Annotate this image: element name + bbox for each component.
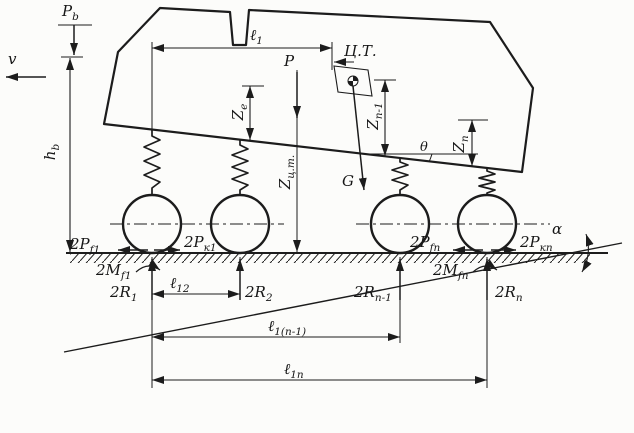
label-l1n1: ℓ1(n-1) xyxy=(268,317,306,338)
label-pk1: 2Pк1 xyxy=(183,233,217,254)
label-rn1: 2Rn-1 xyxy=(353,283,392,304)
label-zn1: Zn-1 xyxy=(364,102,385,130)
label-r1: 2R1 xyxy=(109,283,138,304)
label-pf1: 2Pf1 xyxy=(69,235,100,256)
label-r2: 2R2 xyxy=(244,283,273,304)
label-velocity: v xyxy=(8,50,17,68)
spring-n xyxy=(478,168,496,195)
label-alpha: α xyxy=(552,220,562,238)
theta-angle-arc xyxy=(428,153,433,163)
label-l12: ℓ12 xyxy=(170,274,190,295)
label-ze: Ze xyxy=(229,104,250,122)
gravity-force-arrow xyxy=(352,85,367,191)
vehicle-body-outline xyxy=(102,6,535,174)
label-p-force: P xyxy=(283,52,295,70)
cg-quadrant-1 xyxy=(353,76,358,81)
label-pkn: 2Pкn xyxy=(519,233,553,254)
label-zct: Zц.т. xyxy=(276,155,297,190)
label-gravity: G xyxy=(342,172,354,190)
label-mfn: 2Mfn xyxy=(432,261,469,282)
spring-1 xyxy=(143,130,161,195)
label-mf1: 2Mf1 xyxy=(95,261,131,282)
label-zn: Zn xyxy=(450,135,471,153)
label-center-of-gravity: Ц.Т. xyxy=(344,42,377,60)
alpha-angle-arrow xyxy=(581,233,594,273)
label-theta: θ xyxy=(420,140,428,155)
cg-quadrant-2 xyxy=(348,81,353,86)
label-pb: Pb xyxy=(61,2,79,23)
spring-2 xyxy=(231,140,249,195)
label-rn: 2Rn xyxy=(494,283,523,304)
spring-n-1 xyxy=(391,158,409,195)
ground-hatching xyxy=(70,254,590,263)
label-pfn: 2Pfn xyxy=(409,233,441,254)
cg-flag-outline xyxy=(333,65,373,97)
mfn-moment-arrow xyxy=(472,259,498,273)
mf1-moment-arrow xyxy=(135,259,161,273)
label-l1: ℓ1 xyxy=(250,26,263,47)
label-hb: hb xyxy=(41,144,62,161)
label-l1n: ℓ1n xyxy=(284,360,304,381)
